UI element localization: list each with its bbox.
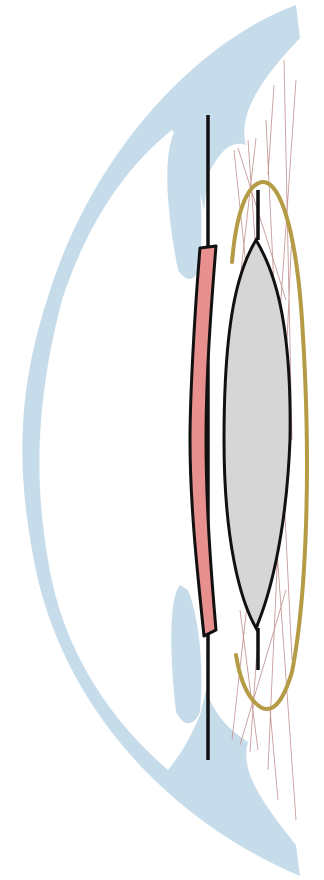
phakic-implant-lens [190, 246, 216, 636]
crystalline-lens [224, 240, 290, 628]
lower-ciliary-body [171, 585, 201, 723]
